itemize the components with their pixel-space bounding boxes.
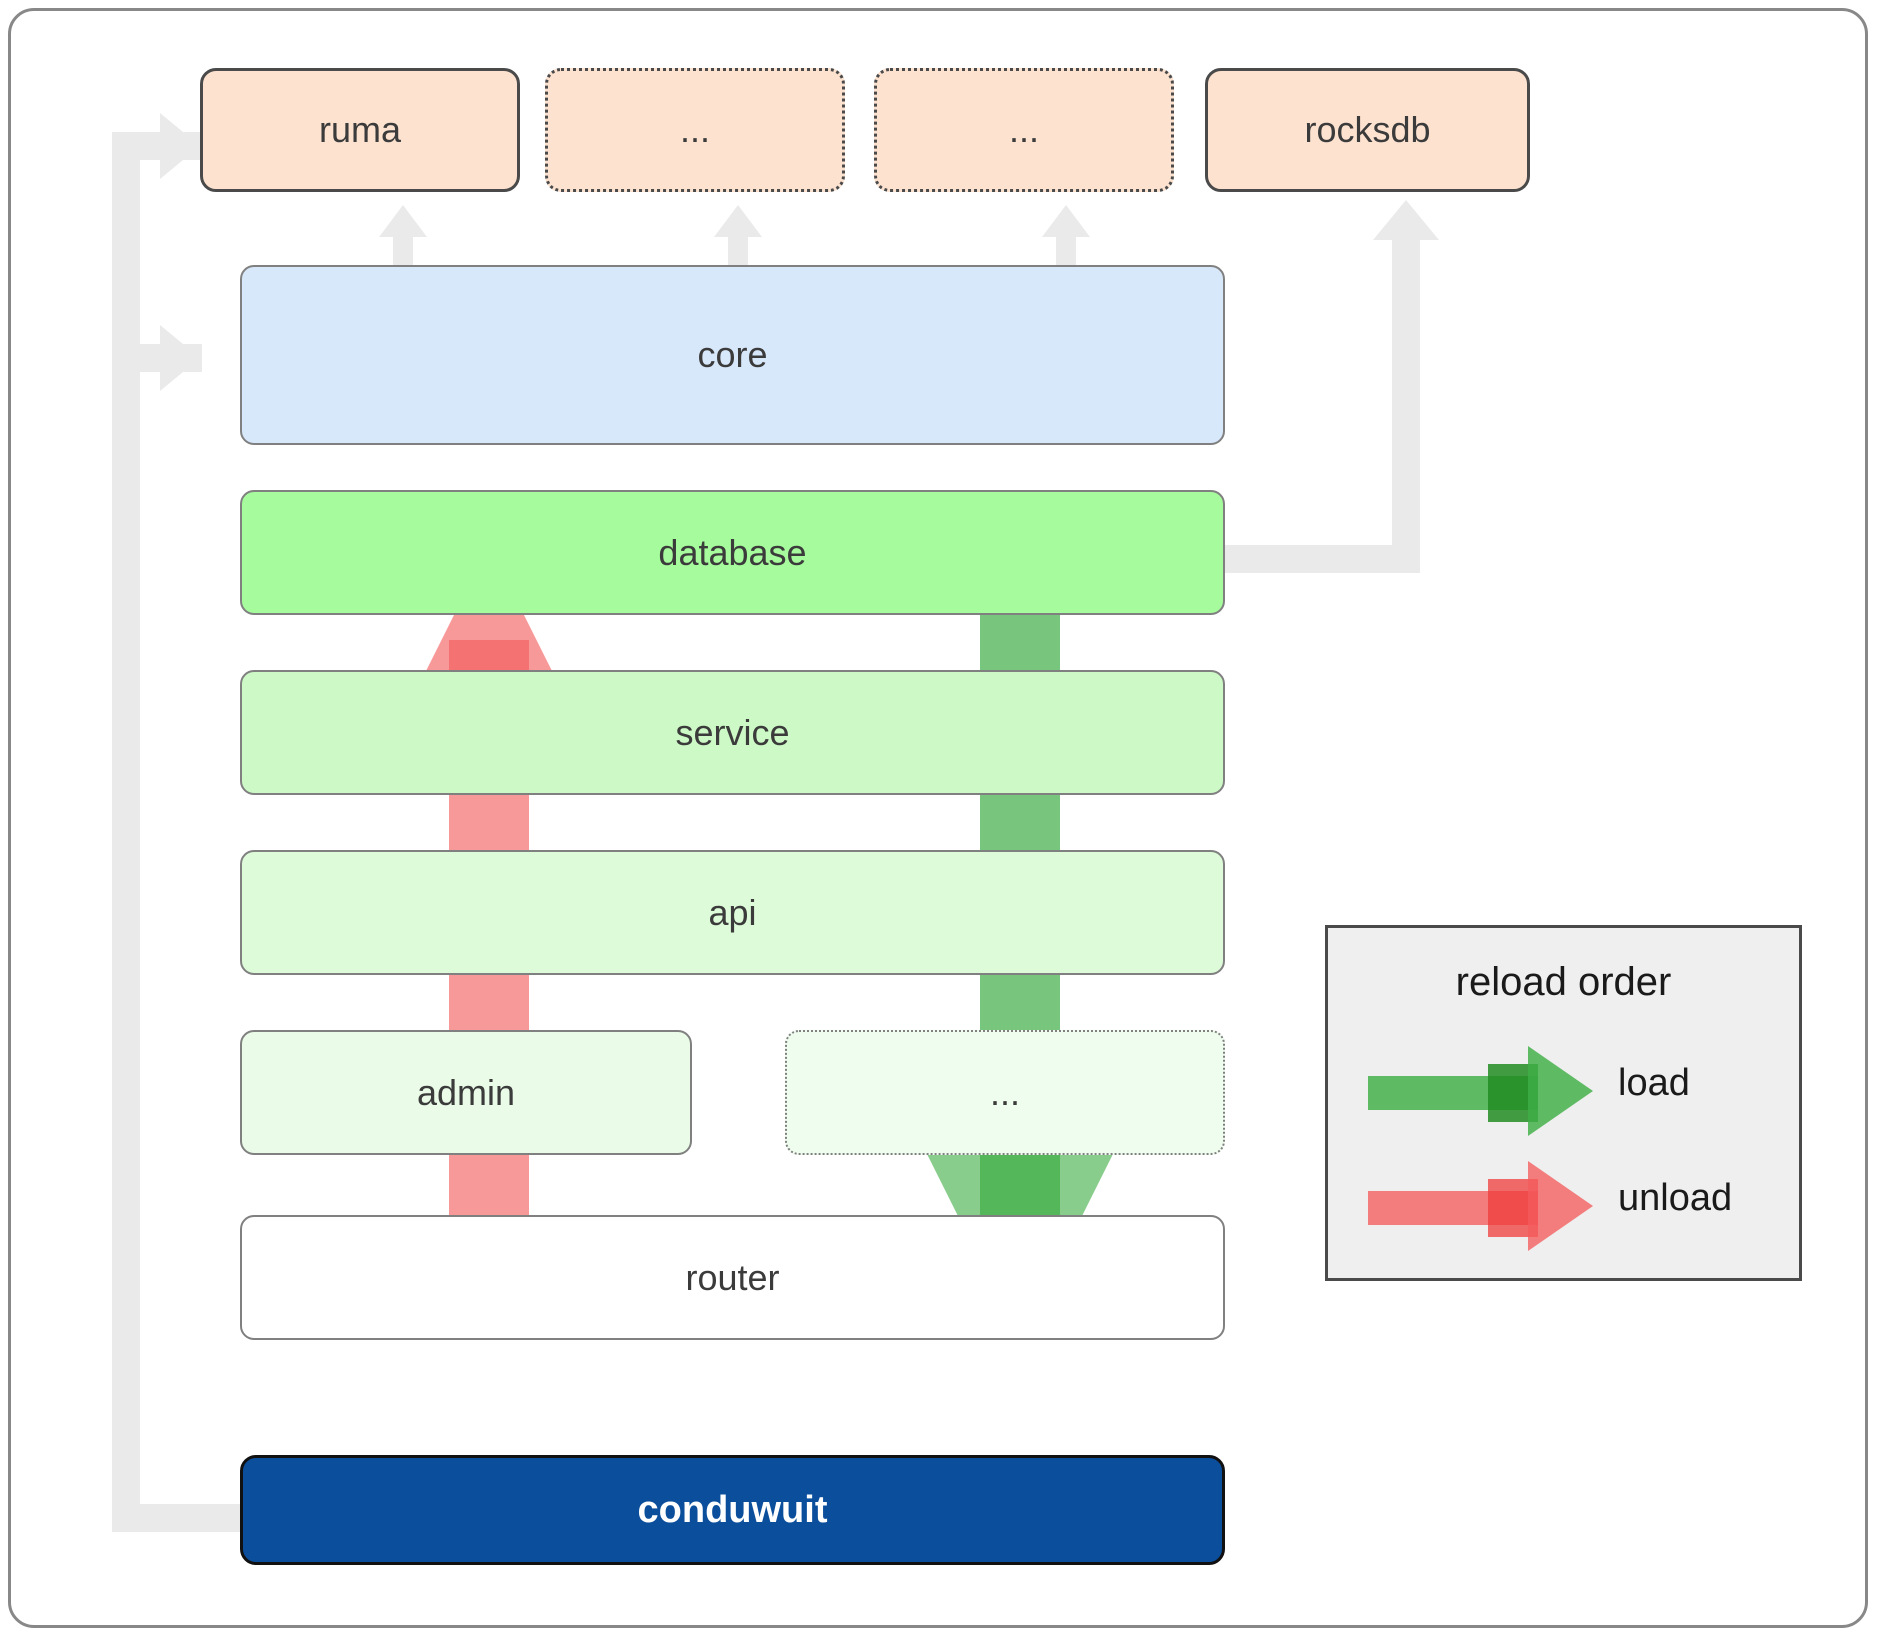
dependency-label-ruma: ruma <box>318 109 402 150</box>
layer-label-service: service <box>675 711 790 753</box>
connector-core-to-dots1-stem <box>728 228 748 268</box>
dependency-label-ellipsis-2: ... <box>1008 109 1039 150</box>
core-label: core <box>697 334 768 375</box>
dependency-box-ellipsis-1[interactable]: ... <box>545 68 845 192</box>
connector-right-horizontal <box>1220 545 1420 573</box>
connector-arrow-rocksdb <box>1373 200 1439 240</box>
diagram-frame <box>8 8 1868 1628</box>
connector-core-to-ruma-stem <box>393 228 413 268</box>
dependency-box-ellipsis-2[interactable]: ... <box>874 68 1174 192</box>
legend-load-head <box>1528 1046 1593 1136</box>
layer-label-ellipsis: ... <box>989 1071 1020 1113</box>
dependency-box-rocksdb[interactable]: rocksdb <box>1205 68 1530 192</box>
connector-arrow-core <box>160 325 200 391</box>
legend-title: reload order <box>1455 960 1672 1004</box>
layer-box-router[interactable]: router <box>240 1215 1225 1340</box>
legend-unload-label: unload <box>1618 1177 1733 1219</box>
legend-row-unload: unload <box>1328 1161 1799 1253</box>
layer-box-admin[interactable]: admin <box>240 1030 692 1155</box>
dependency-label-ellipsis-1: ... <box>679 109 710 150</box>
dependency-box-ruma[interactable]: ruma <box>200 68 520 192</box>
legend-load-label: load <box>1618 1062 1690 1104</box>
core-box[interactable]: core <box>240 265 1225 445</box>
layer-box-database[interactable]: database <box>240 490 1225 615</box>
connector-core-to-ruma-arrow <box>379 205 427 237</box>
dependency-label-rocksdb: rocksdb <box>1304 109 1431 150</box>
layer-box-ellipsis[interactable]: ... <box>785 1030 1225 1155</box>
connector-left-bottom <box>112 1504 242 1532</box>
connector-core-to-dots1-arrow <box>714 205 762 237</box>
legend-unload-head <box>1528 1161 1593 1251</box>
legend-panel: reload order load unload <box>1325 925 1802 1281</box>
layer-label-router: router <box>685 1256 780 1298</box>
layer-box-service[interactable]: service <box>240 670 1225 795</box>
connector-left-trunk <box>112 132 140 1532</box>
connector-arrow-ruma <box>160 113 200 179</box>
layer-label-api: api <box>708 891 757 933</box>
legend-row-load: load <box>1328 1046 1799 1138</box>
layer-label-admin: admin <box>416 1071 516 1113</box>
root-box-conduwuit[interactable]: conduwuit <box>240 1455 1225 1565</box>
connector-core-to-dots2-stem <box>1056 228 1076 268</box>
connector-right-vertical <box>1392 240 1420 560</box>
layer-box-api[interactable]: api <box>240 850 1225 975</box>
root-label: conduwuit <box>637 1488 828 1531</box>
layer-label-database: database <box>658 531 807 573</box>
connector-core-to-dots2-arrow <box>1042 205 1090 237</box>
